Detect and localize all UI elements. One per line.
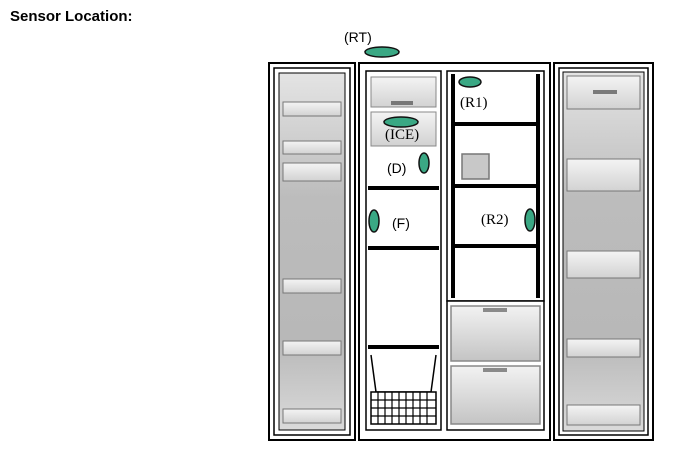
freezer-shelf: [368, 246, 439, 250]
fridge-shelf: [451, 184, 540, 188]
fridge-shelf: [451, 244, 540, 248]
right-door: [553, 62, 654, 441]
left-door-bins: [282, 101, 342, 424]
sensor-f-label: (F): [392, 215, 410, 231]
right-door-bins: [566, 75, 641, 426]
crisper-drawer-lower: [450, 365, 541, 425]
sensor-f-marker: [368, 209, 380, 233]
left-door: [268, 62, 356, 441]
crisper-drawer-upper: [450, 305, 541, 362]
sensor-rt-marker: [364, 46, 400, 58]
sensor-r1: (R1): [458, 76, 488, 111]
sensor-r2-label: (R2): [481, 212, 509, 228]
control-box: [461, 153, 490, 180]
sensor-d: (D): [387, 152, 430, 176]
sensor-r1-marker: [458, 76, 482, 88]
wire-basket: [370, 354, 437, 425]
sensor-rt: (RT): [344, 29, 400, 58]
sensor-ice: (ICE): [383, 116, 419, 143]
page-title: Sensor Location:: [10, 8, 133, 25]
fridge-shelf: [451, 122, 540, 126]
sensor-r2: (R2): [481, 208, 536, 232]
sensor-ice-marker: [383, 116, 419, 128]
sensor-rt-label: (RT): [344, 29, 372, 45]
sensor-ice-label: (ICE): [385, 127, 419, 143]
freezer-shelf: [368, 186, 439, 190]
freezer-shelf: [368, 345, 439, 349]
fresh-food-interior: [450, 122, 541, 425]
sensor-r2-marker: [524, 208, 536, 232]
sensor-r1-label: (R1): [460, 95, 488, 111]
sensor-d-marker: [418, 152, 430, 174]
sensor-d-label: (D): [387, 160, 406, 176]
sensor-f: (F): [368, 209, 410, 233]
